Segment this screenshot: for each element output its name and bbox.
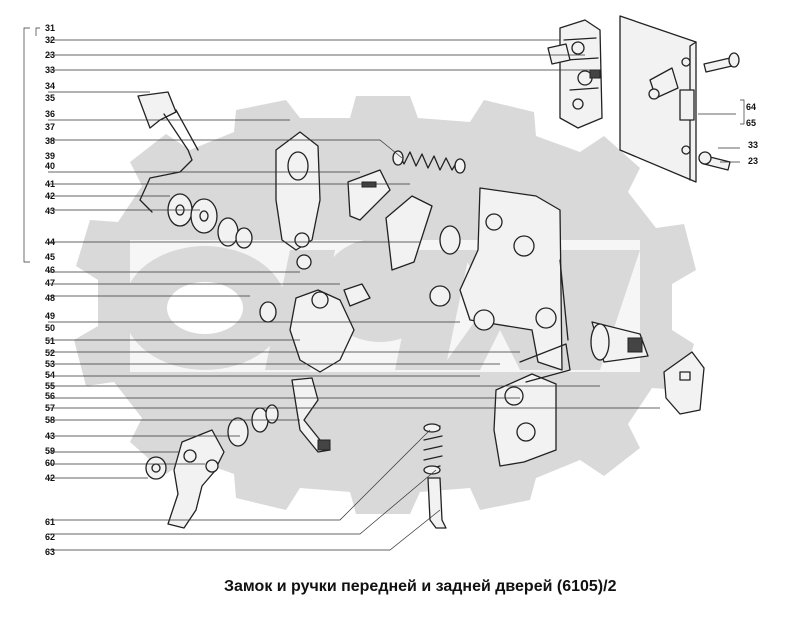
lock-body: [547, 19, 603, 129]
spring-rod: [423, 423, 447, 529]
callout-23: 23: [748, 156, 758, 166]
callout-43: 43: [45, 206, 55, 216]
lock-cylinder: [590, 321, 649, 363]
lower-handle: [145, 429, 225, 529]
center-lever: [289, 283, 371, 373]
right-callouts: 64 65 33 23: [746, 102, 758, 166]
link-plate: [385, 195, 433, 271]
callout-46: 46: [45, 265, 55, 275]
small-bracket: [347, 169, 391, 221]
bracket-slot: [361, 181, 377, 188]
left-callouts: 3132233334353637383940414243444546474849…: [45, 23, 55, 557]
callout-63: 63: [45, 547, 55, 557]
ring: [439, 225, 461, 255]
callout-54: 54: [45, 370, 55, 380]
callout-49: 49: [45, 311, 55, 321]
callout-31: 31: [45, 23, 55, 33]
callout-40: 40: [45, 161, 55, 171]
callout-39: 39: [45, 151, 55, 161]
main-lock-plate: [429, 187, 569, 371]
lever-plate: [275, 131, 321, 270]
callout-38: 38: [45, 136, 55, 146]
callout-59: 59: [45, 446, 55, 456]
callout-50: 50: [45, 323, 55, 333]
callout-48: 48: [45, 293, 55, 303]
callout-64: 64: [746, 102, 756, 112]
callout-61: 61: [45, 517, 55, 527]
callout-52: 52: [45, 348, 55, 358]
callout-35: 35: [45, 93, 55, 103]
callout-37: 37: [45, 122, 55, 132]
right-clip: [663, 351, 705, 415]
spring: [392, 150, 466, 174]
diagram-title: Замок и ручки передней и задней дверей (…: [224, 578, 617, 595]
watermark-logo: [74, 96, 696, 514]
callout-34: 34: [45, 81, 55, 91]
callout-62: 62: [45, 532, 55, 542]
callout-47: 47: [45, 278, 55, 288]
lower-lock-plate: [493, 343, 571, 467]
callout-36: 36: [45, 109, 55, 119]
callout-60: 60: [45, 458, 55, 468]
callout-65: 65: [746, 118, 756, 128]
callout-33: 33: [748, 140, 758, 150]
striker-plate: [619, 15, 740, 183]
callout-56: 56: [45, 391, 55, 401]
callout-45: 45: [45, 252, 55, 262]
callout-51: 51: [45, 336, 55, 346]
